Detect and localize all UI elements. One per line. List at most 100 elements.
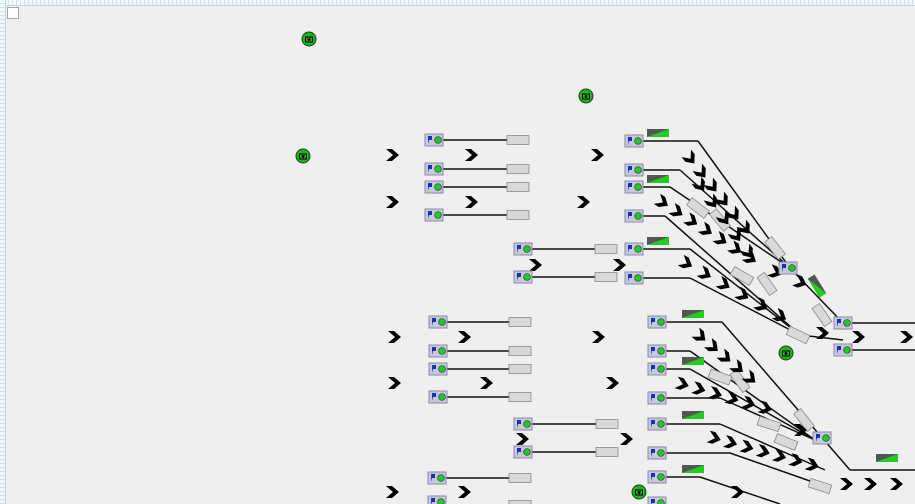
track-block-icon[interactable]: [807, 477, 833, 495]
camera-icon[interactable]: [301, 31, 317, 47]
direction-chevron-icon: [725, 205, 739, 220]
camera-lens: [584, 95, 588, 98]
signal-block-icon[interactable]: [647, 315, 667, 329]
track-block-icon[interactable]: [508, 500, 532, 504]
direction-chevron-icon: [606, 377, 619, 389]
direction-chevron-icon: [620, 433, 633, 445]
track-block-icon[interactable]: [756, 415, 782, 433]
track-block-icon[interactable]: [729, 266, 755, 286]
direction-chevron-icon: [691, 327, 706, 341]
track-block-icon[interactable]: [506, 135, 530, 145]
signal-p-glyph: [428, 165, 432, 173]
signal-p-glyph: [628, 166, 632, 174]
signal-block-icon[interactable]: [778, 261, 798, 275]
track-block-icon[interactable]: [595, 419, 619, 429]
track-block-icon[interactable]: [764, 235, 786, 261]
track-block-icon[interactable]: [594, 244, 618, 254]
signal-lamp: [657, 365, 665, 373]
signal-block-icon[interactable]: [833, 316, 853, 330]
track-block-icon[interactable]: [508, 392, 532, 402]
track-line: [669, 186, 791, 269]
signal-block-icon[interactable]: [647, 446, 667, 460]
signal-block-icon[interactable]: [427, 495, 447, 504]
signal-block-icon[interactable]: [427, 471, 447, 485]
track-block-icon[interactable]: [594, 272, 618, 282]
track-block-icon[interactable]: [506, 182, 530, 192]
signal-block-icon[interactable]: [647, 417, 667, 431]
track-block-icon[interactable]: [707, 368, 733, 386]
signal-block-icon[interactable]: [424, 180, 444, 194]
track-block-icon[interactable]: [508, 473, 532, 483]
camera-icon[interactable]: [631, 484, 647, 500]
camera-icon[interactable]: [295, 148, 311, 164]
direction-chevron-icon: [591, 149, 604, 161]
signal-block-icon[interactable]: [647, 496, 667, 504]
signal-p-glyph: [517, 245, 521, 253]
signal-lamp: [657, 394, 665, 402]
indicator-fill: [647, 175, 669, 183]
signal-block-icon[interactable]: [624, 242, 644, 256]
track-block-icon[interactable]: [811, 302, 833, 328]
track-block-icon[interactable]: [508, 364, 532, 374]
direction-chevron-icon: [386, 149, 399, 161]
signal-lamp: [657, 347, 665, 355]
signal-block-icon[interactable]: [513, 417, 533, 431]
direction-chevron-icon: [577, 196, 590, 208]
direction-chevron-icon: [681, 149, 695, 164]
signal-block-icon[interactable]: [833, 343, 853, 357]
signal-lamp: [434, 211, 442, 219]
direction-chevron-icon: [794, 424, 807, 436]
signal-block-icon[interactable]: [424, 208, 444, 222]
signal-p-glyph: [651, 473, 655, 481]
camera-icon[interactable]: [778, 345, 794, 361]
signal-block-icon[interactable]: [647, 344, 667, 358]
signal-block-icon[interactable]: [428, 344, 448, 358]
signal-p-glyph: [837, 319, 841, 327]
signal-block-icon[interactable]: [624, 163, 644, 177]
signal-block-icon[interactable]: [812, 431, 832, 445]
direction-chevron-icon: [840, 478, 853, 490]
signal-block-icon[interactable]: [624, 209, 644, 223]
track-block-icon[interactable]: [508, 346, 532, 356]
signal-block-icon[interactable]: [428, 390, 448, 404]
signal-block-icon[interactable]: [647, 362, 667, 376]
track-block-icon[interactable]: [508, 317, 532, 327]
direction-chevron-icon: [674, 376, 689, 390]
track-block-icon[interactable]: [595, 447, 619, 457]
signal-p-glyph: [628, 137, 632, 145]
track-block-icon[interactable]: [756, 271, 778, 297]
signal-p-glyph: [431, 474, 435, 482]
signal-frame: [427, 495, 447, 504]
direction-chevron-icon: [890, 478, 903, 490]
track-block-icon[interactable]: [793, 407, 815, 433]
direction-chevron-icon: [683, 212, 698, 226]
signal-p-glyph: [628, 183, 632, 191]
direction-chevron-icon: [771, 448, 787, 462]
track-block-icon[interactable]: [506, 210, 530, 220]
track-line: [721, 321, 851, 471]
signal-block-icon[interactable]: [424, 162, 444, 176]
camera-lens: [784, 352, 788, 355]
camera-lens-frame: [782, 350, 790, 357]
direction-chevron-icon: [741, 369, 756, 383]
direction-chevron-icon: [692, 163, 706, 178]
signal-block-icon[interactable]: [428, 315, 448, 329]
track-block-icon[interactable]: [685, 197, 711, 219]
signal-block-icon[interactable]: [647, 470, 667, 484]
signal-block-icon[interactable]: [624, 271, 644, 285]
signal-block-icon[interactable]: [624, 180, 644, 194]
direction-chevron-icon: [712, 231, 727, 245]
camera-lens: [301, 155, 305, 158]
signal-block-icon[interactable]: [424, 133, 444, 147]
signal-block-icon[interactable]: [513, 445, 533, 459]
camera-icon[interactable]: [578, 88, 594, 104]
track-block-icon[interactable]: [506, 164, 530, 174]
signal-block-icon[interactable]: [428, 362, 448, 376]
track-block-icon[interactable]: [773, 433, 799, 451]
signal-block-icon[interactable]: [513, 270, 533, 284]
track-block-icon[interactable]: [785, 325, 811, 345]
signal-block-icon[interactable]: [647, 391, 667, 405]
signal-block-icon[interactable]: [624, 134, 644, 148]
signal-block-icon[interactable]: [513, 242, 533, 256]
